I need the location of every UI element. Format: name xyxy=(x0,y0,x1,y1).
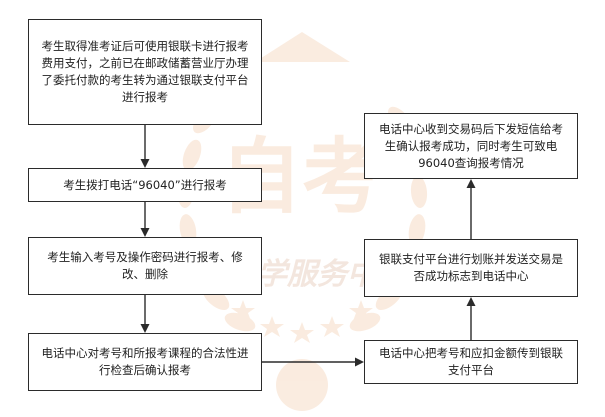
flow-step-box: 考生拨打电话“96040”进行报考 xyxy=(28,168,262,202)
step-text: 考生输入考号及操作密码进行报考、修改、删除 xyxy=(47,250,243,281)
flow-step-box: 电话中心收到交易码后下发短信给考生确认报考成功，同时考生可致电96040查询报考… xyxy=(364,113,578,179)
step-text: 考生取得准考证后可使用银联卡进行报考费用支付，之前已在邮政储蓄营业厅办理了委托付… xyxy=(41,39,249,104)
step-text: 电话中心对考号和所报考课程的合法性进行检查后确认报考 xyxy=(41,346,249,377)
flow-step-box: 考生取得准考证后可使用银联卡进行报考费用支付，之前已在邮政储蓄营业厅办理了委托付… xyxy=(28,19,262,125)
stars-icon xyxy=(231,300,373,343)
step-text: 电话中心把考号和应扣金额传到银联支付平台 xyxy=(379,346,563,377)
medal-icon xyxy=(276,359,328,411)
step-text: 考生拨打电话“96040”进行报考 xyxy=(63,177,227,192)
flow-step-box: 电话中心对考号和所报考课程的合法性进行检查后确认报考 xyxy=(28,333,262,391)
flow-step-box: 银联支付平台进行划账并发送交易是否成功标志到电话中心 xyxy=(364,239,578,297)
flow-step-box: 考生输入考号及操作密码进行报考、修改、删除 xyxy=(28,237,262,295)
flow-step-box: 电话中心把考号和应扣金额传到银联支付平台 xyxy=(364,340,578,384)
step-text: 银联支付平台进行划账并发送交易是否成功标志到电话中心 xyxy=(379,252,563,283)
roof-icon xyxy=(255,32,350,62)
step-text: 电话中心收到交易码后下发短信给考生确认报考成功，同时考生可致电96040查询报考… xyxy=(379,121,563,170)
